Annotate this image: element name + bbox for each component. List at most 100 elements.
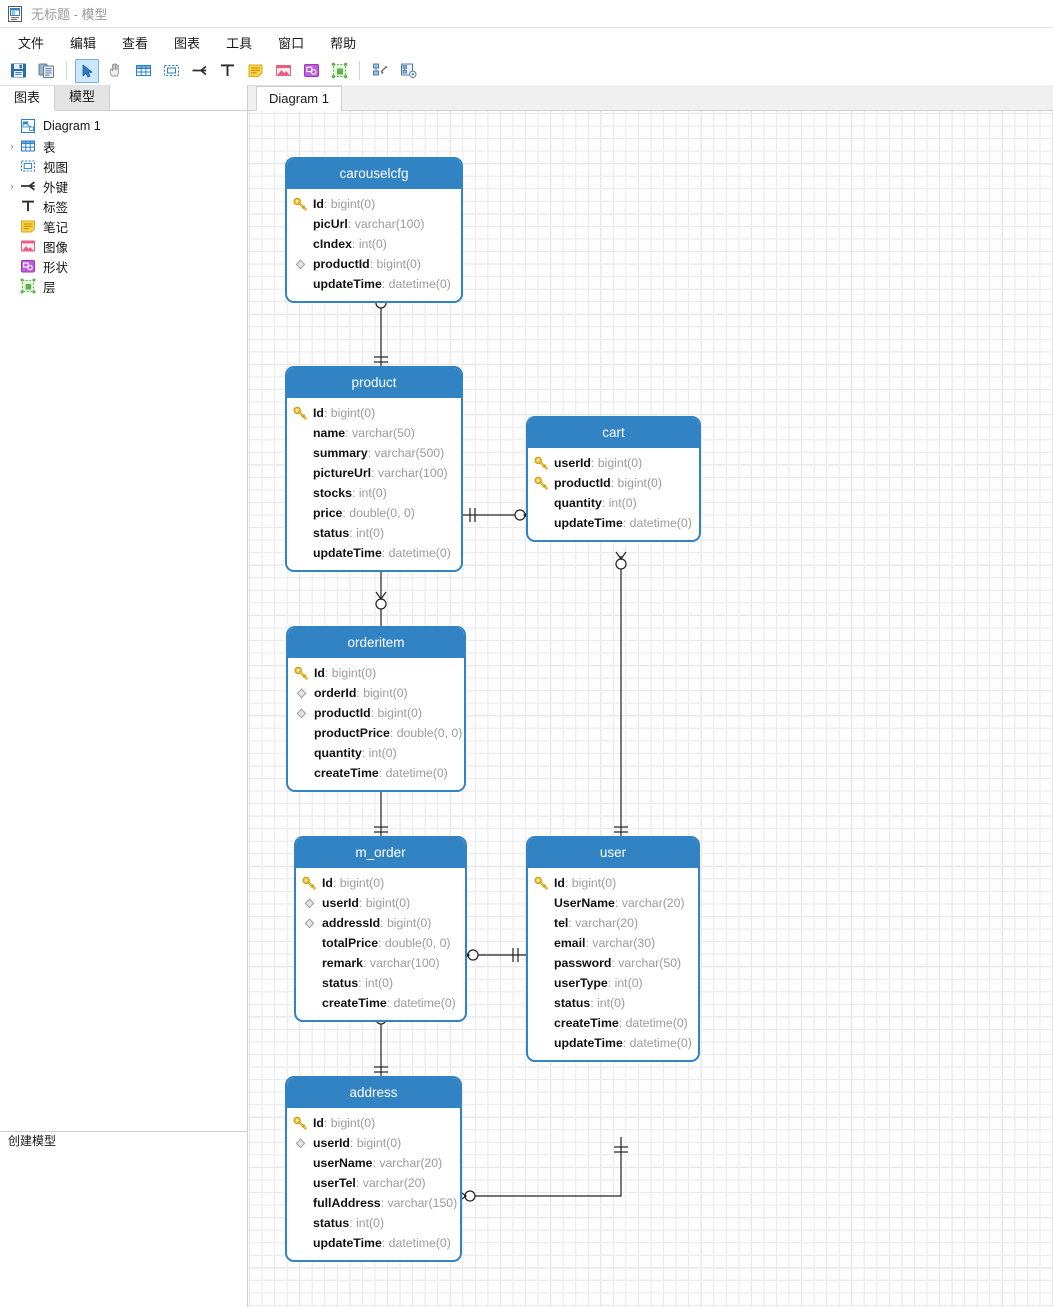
entity-field[interactable]: status: int(0) bbox=[528, 993, 698, 1013]
entity-field[interactable]: userId: bigint(0) bbox=[287, 1133, 460, 1153]
tree-item-notes[interactable]: › 笔记 bbox=[0, 216, 247, 236]
entity-field[interactable]: userName: varchar(20) bbox=[287, 1153, 460, 1173]
field-type: varchar(20) bbox=[575, 916, 639, 930]
entity-field[interactable]: stocks: int(0) bbox=[287, 483, 461, 503]
tree-item-diagram1[interactable]: › Diagram 1 bbox=[0, 116, 247, 136]
entity-field[interactable]: productId: bigint(0) bbox=[288, 703, 464, 723]
label-tool-button[interactable] bbox=[215, 59, 239, 83]
tree-item-labels[interactable]: › 标签 bbox=[0, 196, 247, 216]
entity-field[interactable]: status: int(0) bbox=[296, 973, 465, 993]
menu-tools[interactable]: 工具 bbox=[226, 35, 253, 51]
entity-field[interactable]: updateTime: datetime(0) bbox=[528, 513, 699, 533]
model-settings-button[interactable] bbox=[396, 59, 420, 83]
menu-edit[interactable]: 编辑 bbox=[70, 35, 97, 51]
entity-field[interactable]: addressId: bigint(0) bbox=[296, 913, 465, 933]
entity-field[interactable]: cIndex: int(0) bbox=[287, 234, 461, 254]
entity-field[interactable]: createTime: datetime(0) bbox=[528, 1013, 698, 1033]
menu-view[interactable]: 查看 bbox=[122, 35, 149, 51]
field-name: updateTime bbox=[313, 1236, 382, 1250]
pointer-tool-button[interactable] bbox=[75, 58, 99, 83]
entity-field[interactable]: orderId: bigint(0) bbox=[288, 683, 464, 703]
entity-field[interactable]: productId: bigint(0) bbox=[528, 473, 699, 493]
entity-field[interactable]: Id: bigint(0) bbox=[287, 1113, 460, 1133]
entity-field[interactable]: quantity: int(0) bbox=[288, 743, 464, 763]
entity-field[interactable]: Id: bigint(0) bbox=[287, 194, 461, 214]
entity-field[interactable]: pictureUrl: varchar(100) bbox=[287, 463, 461, 483]
field-separator: : bbox=[355, 1176, 363, 1190]
entity-field[interactable]: remark: varchar(100) bbox=[296, 953, 465, 973]
tree-item-images[interactable]: › 图像 bbox=[0, 236, 247, 256]
entity-field[interactable]: updateTime: datetime(0) bbox=[287, 274, 461, 294]
entity-field[interactable]: Id: bigint(0) bbox=[288, 663, 464, 683]
entity-field[interactable]: summary: varchar(500) bbox=[287, 443, 461, 463]
entity-field[interactable]: totalPrice: double(0, 0) bbox=[296, 933, 465, 953]
tab-model[interactable]: 模型 bbox=[55, 85, 111, 110]
note-tool-button[interactable] bbox=[243, 59, 267, 83]
field-separator: : bbox=[610, 476, 618, 490]
entity-field[interactable]: Id: bigint(0) bbox=[528, 873, 698, 893]
field-name: updateTime bbox=[313, 546, 382, 560]
entity-field[interactable]: email: varchar(30) bbox=[528, 933, 698, 953]
entity-field[interactable]: status: int(0) bbox=[287, 1213, 460, 1233]
tree-item-tables[interactable]: › 表 bbox=[0, 136, 247, 156]
shape-tool-button[interactable] bbox=[299, 59, 323, 83]
entity-field[interactable]: tel: varchar(20) bbox=[528, 913, 698, 933]
entity-field[interactable]: userType: int(0) bbox=[528, 973, 698, 993]
auto-layout-button[interactable] bbox=[368, 59, 392, 83]
menu-file[interactable]: 文件 bbox=[18, 35, 45, 51]
field-type: bigint(0) bbox=[331, 666, 377, 680]
entity-field[interactable]: fullAddress: varchar(150) bbox=[287, 1193, 460, 1213]
entity-field[interactable]: name: varchar(50) bbox=[287, 423, 461, 443]
left-panel-tabs-filler bbox=[110, 85, 247, 110]
menu-help[interactable]: 帮助 bbox=[330, 35, 357, 51]
field-type: bigint(0) bbox=[597, 456, 643, 470]
entity-field[interactable]: password: varchar(50) bbox=[528, 953, 698, 973]
menu-diagram[interactable]: 图表 bbox=[174, 35, 201, 51]
entity-field[interactable]: updateTime: datetime(0) bbox=[287, 1233, 460, 1253]
tree-item-views[interactable]: › 视图 bbox=[0, 156, 247, 176]
tree-item-layers[interactable]: › 层 bbox=[0, 276, 247, 296]
entity-field[interactable]: productId: bigint(0) bbox=[287, 254, 461, 274]
image-tool-button[interactable] bbox=[271, 59, 295, 83]
layer-tool-button[interactable] bbox=[327, 59, 351, 83]
tree-item-foreign-keys[interactable]: › 外键 bbox=[0, 176, 247, 196]
chevron-right-icon[interactable]: › bbox=[10, 181, 14, 191]
entity-field[interactable]: price: double(0, 0) bbox=[287, 503, 461, 523]
entity-field[interactable]: picUrl: varchar(100) bbox=[287, 214, 461, 234]
chevron-right-icon[interactable]: › bbox=[10, 141, 14, 151]
view-tool-button[interactable] bbox=[159, 59, 183, 83]
entity-field[interactable]: updateTime: datetime(0) bbox=[528, 1033, 698, 1053]
tab-diagram[interactable]: 图表 bbox=[0, 86, 56, 111]
entity-field[interactable]: createTime: datetime(0) bbox=[296, 993, 465, 1013]
field-separator: : bbox=[369, 257, 377, 271]
entity-field[interactable]: Id: bigint(0) bbox=[287, 403, 461, 423]
field-type: bigint(0) bbox=[330, 1116, 376, 1130]
entity-field[interactable]: updateTime: datetime(0) bbox=[287, 543, 461, 563]
copy-button[interactable] bbox=[34, 59, 58, 83]
entity-field[interactable]: status: int(0) bbox=[287, 523, 461, 543]
entity-field[interactable]: UserName: varchar(20) bbox=[528, 893, 698, 913]
tree-item-shapes[interactable]: › 形状 bbox=[0, 256, 247, 276]
doc-tab-diagram1[interactable]: Diagram 1 bbox=[256, 86, 342, 111]
entity-field[interactable]: createTime: datetime(0) bbox=[288, 763, 464, 783]
entity-field[interactable]: quantity: int(0) bbox=[528, 493, 699, 513]
field-separator: : bbox=[345, 426, 352, 440]
foreign-key-tool-button[interactable] bbox=[187, 59, 211, 83]
entity-field[interactable]: userId: bigint(0) bbox=[296, 893, 465, 913]
table-tool-button[interactable] bbox=[131, 59, 155, 83]
hand-tool-button[interactable] bbox=[103, 59, 127, 83]
entity-field[interactable]: userId: bigint(0) bbox=[528, 453, 699, 473]
save-button[interactable] bbox=[6, 59, 30, 83]
entity-field[interactable]: Id: bigint(0) bbox=[296, 873, 465, 893]
entity-field[interactable]: productPrice: double(0, 0) bbox=[288, 723, 464, 743]
entity-field[interactable]: userTel: varchar(20) bbox=[287, 1173, 460, 1193]
menu-window[interactable]: 窗口 bbox=[278, 35, 305, 51]
